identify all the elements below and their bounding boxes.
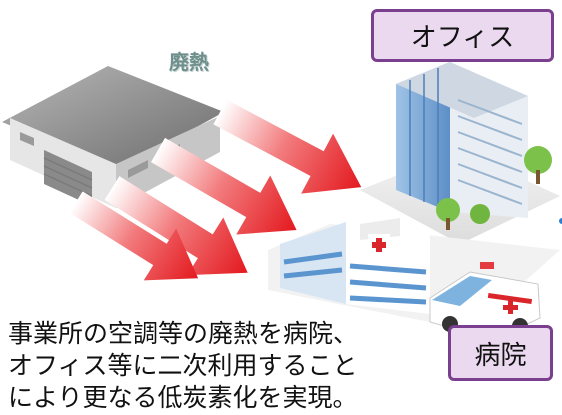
edge-dot xyxy=(559,218,562,224)
caption-line-2: オフィス等に二次利用すること xyxy=(8,351,358,380)
heat-label: 廃熱 xyxy=(169,50,209,74)
caption-line-3: により更なる低炭素化を実現。 xyxy=(8,383,358,412)
caption-line-1: 事業所の空調等の廃熱を病院、 xyxy=(8,319,359,348)
office-label-text: オフィス xyxy=(410,23,515,53)
hospital-label: 病院 xyxy=(448,325,553,381)
office-label: オフィス xyxy=(371,9,554,62)
hospital-illustration xyxy=(268,218,560,341)
office-building-illustration xyxy=(360,62,560,244)
hospital-label-text: 病院 xyxy=(474,340,527,371)
caption-text: 事業所の空調等の廃熱を病院、 オフィス等に二次利用すること により更なる低炭素化… xyxy=(8,318,428,414)
